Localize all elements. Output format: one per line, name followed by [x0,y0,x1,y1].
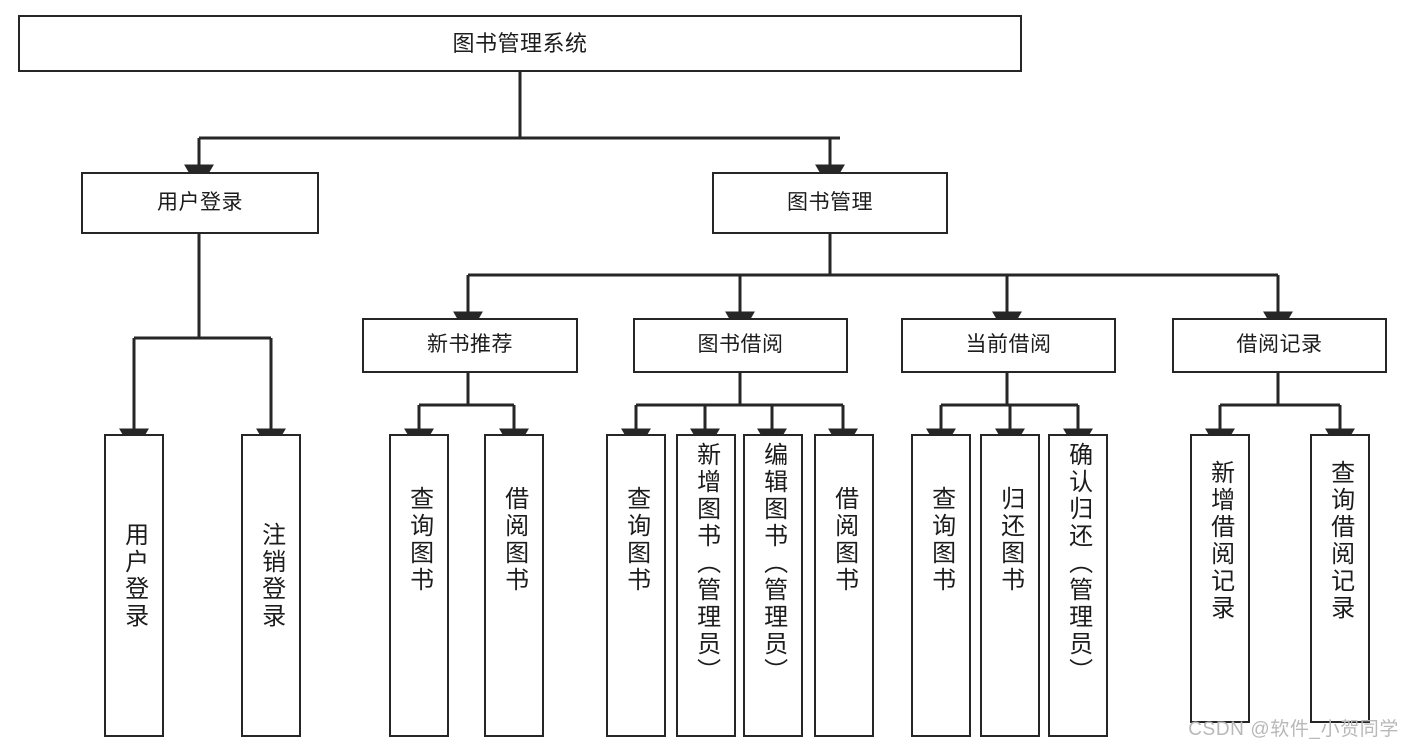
leaf-cb-query-book[interactable]: 查询图书 [911,434,971,737]
leaf-nbr-borrow-book-label: 借阅图书 [500,486,528,594]
node-new-book-recommend-label: 新书推荐 [427,333,513,357]
leaf-br-query-record[interactable]: 查询借阅记录 [1310,434,1370,723]
leaf-bb-query-book[interactable]: 查询图书 [606,434,666,737]
leaf-bb-borrow-book[interactable]: 借阅图书 [814,434,874,737]
node-user-login[interactable]: 用户登录 [81,172,319,234]
leaf-cb-return-book-label: 归还图书 [996,486,1024,594]
watermark: CSDN @软件_小贺同学 [1188,719,1399,740]
node-borrow-record[interactable]: 借阅记录 [1172,318,1387,373]
node-borrow-record-label: 借阅记录 [1236,333,1323,357]
leaf-bb-query-book-label: 查询图书 [622,486,650,594]
node-root[interactable]: 图书管理系统 [18,15,1022,72]
leaf-nbr-query-book-label: 查询图书 [405,486,433,594]
node-current-borrow-label: 当前借阅 [965,333,1052,357]
leaf-bb-add-book-admin-label: 新增图书（管理员） [692,442,720,685]
leaf-cb-return-book[interactable]: 归还图书 [980,434,1040,737]
leaf-bb-borrow-book-label: 借阅图书 [830,486,858,594]
node-book-borrow-label: 图书借阅 [697,333,784,357]
leaf-cb-confirm-return-admin[interactable]: 确认归还（管理员） [1048,434,1108,737]
node-new-book-recommend[interactable]: 新书推荐 [362,318,578,373]
node-root-label: 图书管理系统 [452,30,588,56]
leaf-logout-label: 注销登录 [257,522,285,630]
node-current-borrow[interactable]: 当前借阅 [901,318,1116,373]
leaf-user-login-label: 用户登录 [120,522,148,630]
leaf-cb-confirm-return-admin-label: 确认归还（管理员） [1064,442,1092,685]
leaf-nbr-borrow-book[interactable]: 借阅图书 [484,434,544,737]
node-book-borrow[interactable]: 图书借阅 [633,318,848,373]
node-book-manage[interactable]: 图书管理 [712,172,948,234]
leaf-bb-add-book-admin[interactable]: 新增图书（管理员） [676,434,736,737]
node-book-manage-label: 图书管理 [787,190,873,214]
leaf-br-add-record-label: 新增借阅记录 [1206,460,1234,622]
leaf-bb-edit-book-admin[interactable]: 编辑图书（管理员） [743,434,803,737]
leaf-br-add-record[interactable]: 新增借阅记录 [1190,434,1250,723]
leaf-cb-query-book-label: 查询图书 [927,486,955,594]
leaf-user-login[interactable]: 用户登录 [104,434,164,737]
leaf-logout[interactable]: 注销登录 [241,434,301,737]
leaf-br-query-record-label: 查询借阅记录 [1326,460,1354,622]
leaf-nbr-query-book[interactable]: 查询图书 [389,434,449,737]
leaf-bb-edit-book-admin-label: 编辑图书（管理员） [759,442,787,685]
node-user-login-label: 用户登录 [157,190,243,214]
